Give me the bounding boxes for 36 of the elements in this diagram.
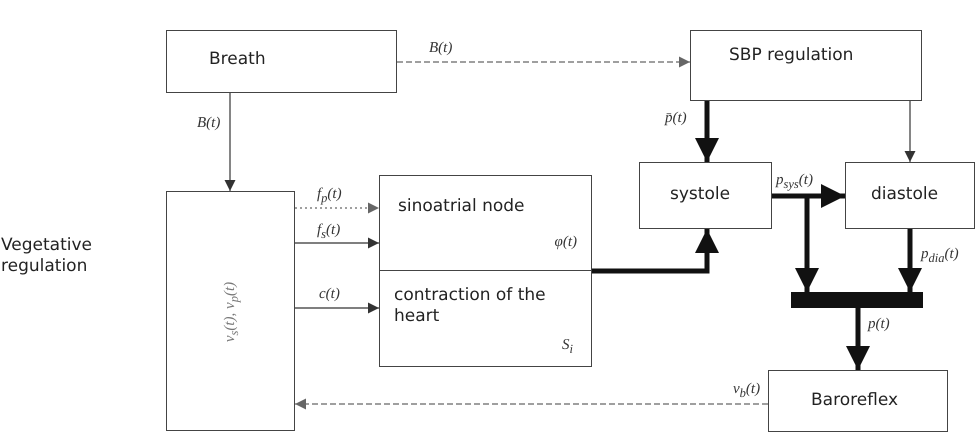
edge-label: p$_{sys}$(t) — [775, 172, 814, 192]
edge-label: B(t) — [196, 115, 222, 132]
arrow — [295, 202, 379, 214]
process-box — [379, 270, 592, 367]
edge-label: c(t) — [318, 286, 341, 302]
edge-label: p̄(t) — [664, 110, 688, 126]
arrow — [295, 398, 768, 410]
block-label: Breath — [209, 49, 266, 70]
arrow — [846, 308, 870, 370]
math-label: S$_{i}$ — [562, 337, 573, 357]
block-label: contraction of the heart — [394, 285, 547, 328]
block-label: SBP regulation — [729, 45, 854, 66]
arrow — [224, 93, 236, 191]
block-label: diastole — [871, 184, 938, 206]
arrow — [695, 101, 719, 162]
edge-label: B(t) — [428, 40, 454, 56]
arrow — [295, 302, 379, 314]
process-box — [768, 370, 948, 432]
process-box — [690, 30, 922, 101]
edge-label: f$_{p}$(t) — [316, 186, 343, 206]
process-box — [639, 162, 772, 229]
process-box — [379, 175, 592, 271]
arrow — [904, 101, 916, 162]
process-box — [166, 30, 397, 93]
block-label: systole — [670, 184, 730, 206]
block-label: Baroreflex — [811, 390, 898, 412]
arrow — [898, 229, 922, 292]
block-label: sinoatrial node — [398, 196, 525, 218]
process-box — [845, 162, 975, 229]
arrow — [397, 56, 690, 68]
junction-bar — [791, 292, 923, 308]
math-label: φ(t) — [554, 234, 577, 251]
block-heading: Vegetative regulation — [1, 235, 94, 278]
arrow — [295, 238, 379, 248]
arrow — [592, 229, 719, 274]
edge-label: p(t) — [867, 316, 891, 332]
